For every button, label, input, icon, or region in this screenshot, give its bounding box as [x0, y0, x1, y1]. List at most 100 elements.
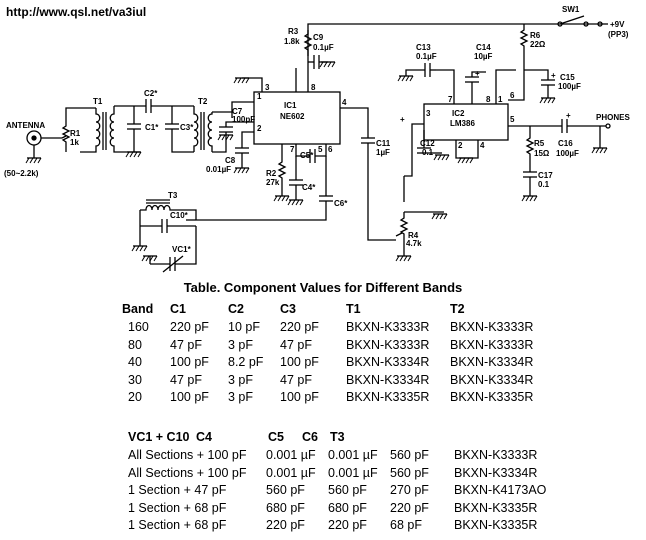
table2-cell: 0.001 µF	[266, 448, 316, 462]
table2-cell: 1 Section + 47 pF	[128, 483, 227, 497]
c7-label: C7	[232, 107, 243, 116]
r5-value: 15Ω	[534, 149, 550, 158]
table1-cell: 3 pF	[228, 372, 254, 387]
c14-value: 10µF	[474, 52, 493, 61]
ic1-part: NE602	[280, 112, 305, 121]
t1-label: T1	[93, 97, 103, 106]
r1-value: 1k	[70, 138, 79, 147]
c15-value: 100µF	[558, 82, 581, 91]
table1-cell: 100 pF	[280, 355, 319, 369]
ic2-pin6: 6	[510, 91, 515, 100]
c7-value: 100pF	[232, 115, 255, 124]
c13-value: 0.1µF	[416, 52, 437, 61]
table2-cell: 0.001 µF	[266, 465, 316, 480]
ic2-pin7: 7	[448, 95, 453, 104]
c13-label: C13	[416, 43, 431, 52]
c8-label: C8	[225, 156, 236, 165]
table2-cell: BKXN-K3334R	[454, 465, 538, 480]
table2-cell: 1 Section + 68 pF	[128, 518, 227, 532]
table1-header: T1	[346, 302, 361, 316]
c5-label: C5*	[300, 151, 314, 160]
table1-cell: 3 pF	[228, 390, 254, 404]
r2-value: 27k	[266, 178, 280, 187]
table1-cell: 47 pF	[170, 337, 202, 352]
c11-value: 1µF	[376, 148, 390, 157]
ic2-pin4: 4	[480, 141, 485, 150]
table2-cell: BKXN-K4173AO	[454, 483, 547, 497]
table2-header: C6	[302, 430, 318, 444]
ic2-pin3: 3	[426, 109, 431, 118]
ic1-label: IC1	[284, 101, 297, 110]
table1-header: C3	[280, 302, 296, 316]
table-title: Table. Component Values for Different Ba…	[183, 280, 463, 295]
table2-cell: 220 pF	[390, 500, 429, 515]
ic2-part: LM386	[450, 119, 475, 128]
table1-cell: BKXN-K3333R	[450, 337, 534, 352]
source-url[interactable]: http://www.qsl.net/va3iul	[6, 5, 147, 19]
table1-cell: 40	[128, 355, 142, 369]
table1-cell: BKXN-K3335R	[450, 390, 534, 404]
c17-label: C17	[538, 171, 553, 180]
c3-label: C3*	[180, 123, 194, 132]
c16-value: 100µF	[556, 149, 579, 158]
table2-header: T3	[330, 430, 345, 444]
c1-label: C1*	[145, 123, 159, 132]
table1-cell: 10 pF	[228, 320, 260, 334]
table1-cell: BKXN-K3333R	[346, 320, 430, 334]
ic1-pin7: 7	[290, 145, 295, 154]
table1-cell: 220 pF	[170, 320, 209, 334]
table2-cell: 560 pF	[266, 483, 305, 497]
table1-header: Band	[122, 302, 154, 316]
c10-label: C10*	[170, 211, 189, 220]
table1-cell: BKXN-K3334R	[450, 372, 534, 387]
c11-label: C11	[376, 139, 391, 148]
antenna-label: ANTENNA	[6, 121, 45, 130]
table2-cell: 560 pF	[328, 483, 367, 497]
r4-label: R4	[408, 231, 419, 240]
table1-cell: 160	[128, 320, 149, 334]
ic1-pin4: 4	[342, 98, 347, 107]
supply-label: +9V	[610, 20, 625, 29]
table2-cell: BKXN-K3335R	[454, 500, 538, 515]
c14-label: C14	[476, 43, 491, 52]
r2-label: R2	[266, 169, 277, 178]
table1-cell: 30	[128, 372, 142, 387]
c12-label: C12	[420, 139, 435, 148]
table2-header: C4	[196, 430, 212, 444]
table1-cell: 20	[128, 390, 142, 404]
table1-cell: BKXN-K3333R	[450, 320, 534, 334]
c15-plus: +	[551, 71, 556, 80]
table1-cell: 47 pF	[280, 337, 312, 352]
table1-cell: BKXN-K3334R	[346, 355, 430, 369]
table1-cell: 80	[128, 337, 142, 352]
table2-cell: 1 Section + 68 pF	[128, 500, 227, 515]
table2-cell: 68 pF	[390, 518, 422, 532]
ic2-pin1: 1	[498, 95, 503, 104]
table2-cell: 0.001 µF	[328, 465, 378, 480]
table1-header: C2	[228, 302, 244, 316]
table1-cell: BKXN-K3334R	[346, 372, 430, 387]
ic1-pin5: 5	[318, 145, 323, 154]
table2-cell: 0.001 µF	[328, 448, 378, 462]
table1-cell: 100 pF	[170, 390, 209, 404]
table2-header: VC1 + C10	[128, 430, 190, 444]
c16-label: C16	[558, 139, 573, 148]
ic1-pin2: 2	[257, 124, 262, 133]
c12-value: 0.1	[422, 148, 434, 157]
r6-label: R6	[530, 31, 541, 40]
r6-value: 22Ω	[530, 40, 546, 49]
c2-label: C2*	[144, 89, 158, 98]
ic1-pin8: 8	[311, 83, 316, 92]
table2-header: C5	[268, 430, 284, 444]
table1-header: T2	[450, 302, 465, 316]
ic1-pin1: 1	[257, 92, 262, 101]
c9-label: C9	[313, 33, 324, 42]
c9-value: 0.1µF	[313, 43, 334, 52]
ic2-pin2: 2	[458, 141, 463, 150]
c6-label: C6*	[334, 199, 348, 208]
r1-label: R1	[70, 129, 81, 138]
table1-cell: 220 pF	[280, 320, 319, 334]
c11-plus: +	[400, 115, 405, 124]
r4-value: 4.7k	[406, 239, 422, 248]
table1-cell: BKXN-K3334R	[450, 355, 534, 369]
